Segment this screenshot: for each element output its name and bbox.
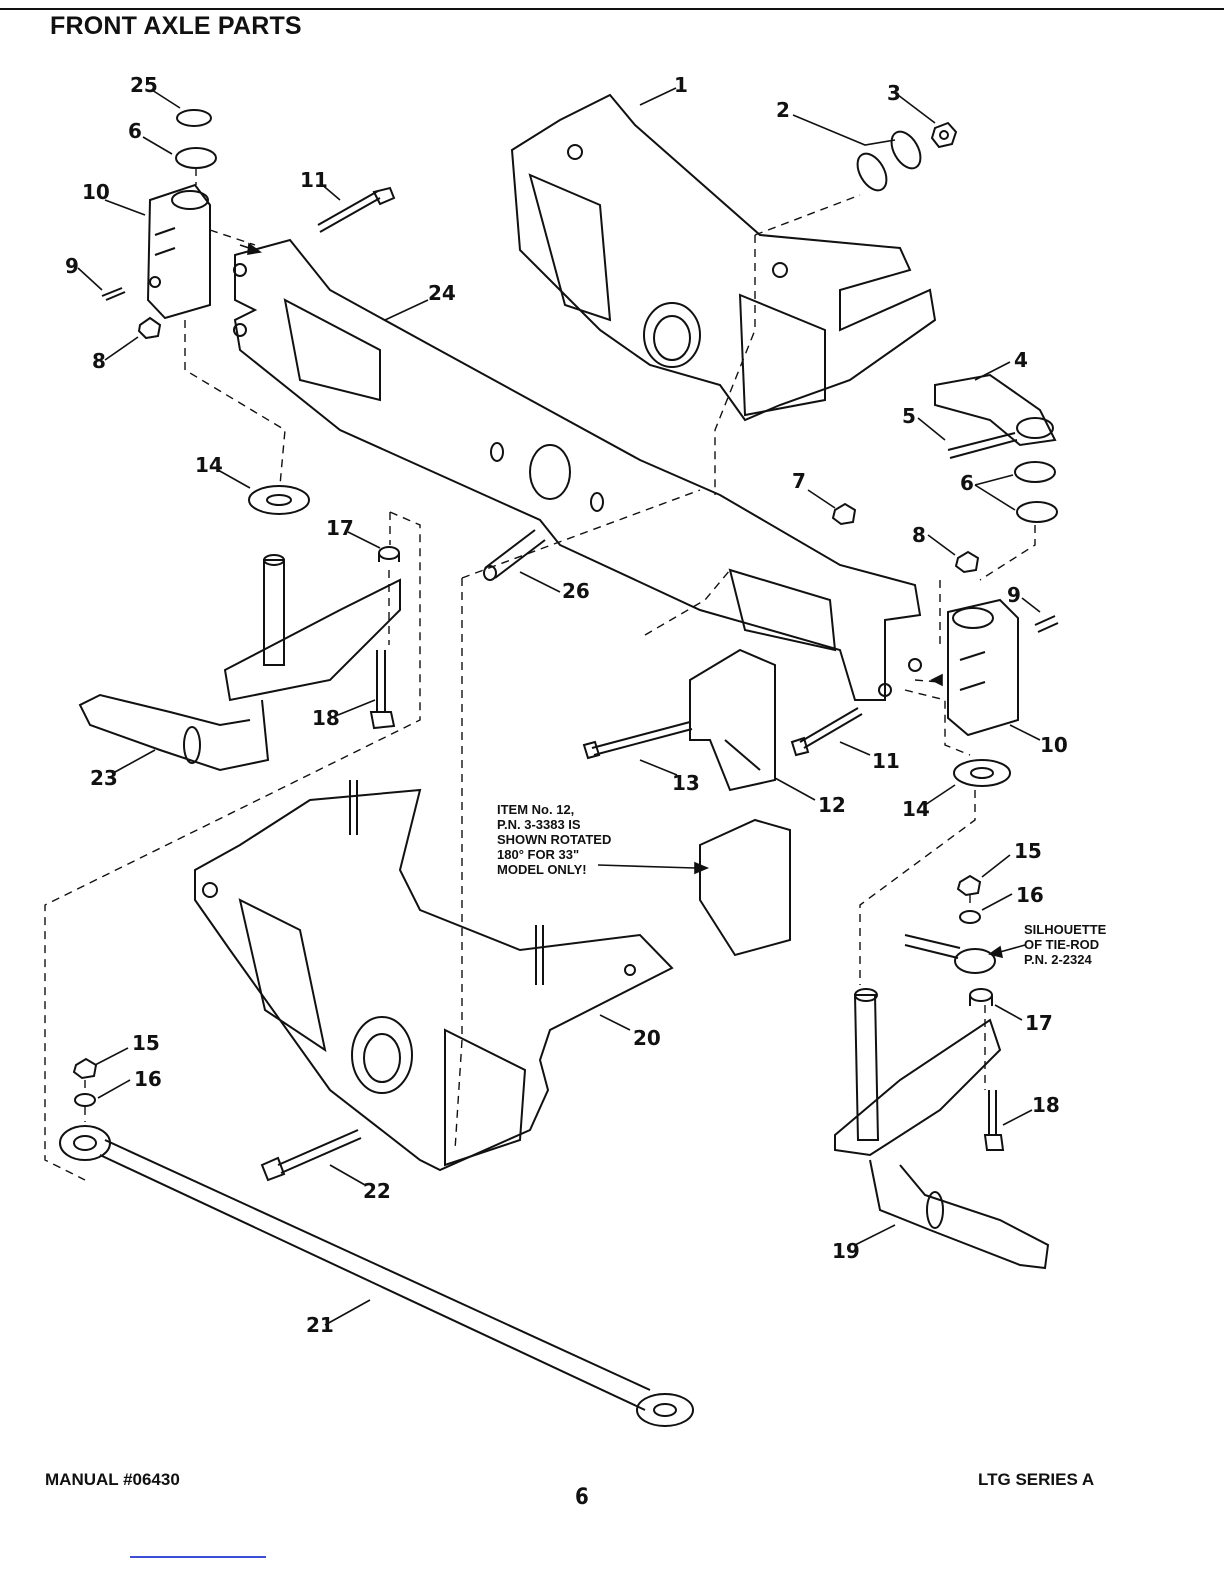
note-line: P.N. 2-2324 [1024, 952, 1106, 967]
tie-rod-note: SILHOUETTE OF TIE-ROD P.N. 2-2324 [1024, 922, 1106, 967]
part-18-bolt-right [985, 1090, 1003, 1150]
callout-13: 13 [672, 771, 700, 795]
part-10-spindle-block-right [948, 600, 1018, 735]
callout-5: 5 [902, 404, 916, 428]
part-23-spindle-left [80, 555, 400, 770]
assembly-dashed-lines [45, 168, 1035, 1180]
part-16-washer-right [960, 911, 980, 923]
part-21-tie-rod [60, 1126, 693, 1426]
callout-10-left: 10 [82, 180, 110, 204]
note-line: ITEM No. 12, [497, 802, 611, 817]
part-17-spacer-left [379, 547, 399, 562]
part-5-pin [948, 433, 1017, 458]
part-9-grease-fitting-right [1035, 616, 1058, 632]
manual-number: MANUAL #06430 [45, 1470, 180, 1490]
part-10-spindle-block-left [148, 185, 210, 318]
callout-15-left: 15 [132, 1031, 160, 1055]
part-19-spindle-right [835, 989, 1048, 1268]
callout-numbers: 1 2 3 4 5 6 6 7 8 8 9 9 10 10 11 11 12 1… [65, 73, 1068, 1337]
callout-16-left: 16 [134, 1067, 162, 1091]
part-22-bolt [262, 1130, 361, 1180]
callout-12: 12 [818, 793, 846, 817]
callout-23: 23 [90, 766, 118, 790]
callout-18-right: 18 [1032, 1093, 1060, 1117]
part-26-pivot-pin [484, 530, 545, 580]
part-11-bolt-top [318, 188, 394, 232]
part-6-washers-right [1015, 462, 1057, 522]
callout-17-left: 17 [326, 516, 354, 540]
part-25-retaining-ring [177, 110, 211, 126]
callout-26: 26 [562, 579, 590, 603]
part-14-washer-left [249, 486, 309, 514]
part-6-washer-left [176, 148, 216, 168]
callout-15-right: 15 [1014, 839, 1042, 863]
callout-2: 2 [776, 98, 790, 122]
callout-11-top: 11 [300, 168, 328, 192]
part-12-clamp-rotated [700, 820, 790, 955]
callout-25: 25 [130, 73, 158, 97]
callout-8-left: 8 [92, 349, 106, 373]
callout-3: 3 [887, 81, 901, 105]
item-12-note: ITEM No. 12, P.N. 3-3383 IS SHOWN ROTATE… [497, 802, 611, 877]
part-11-bolt-bottom [792, 708, 862, 755]
callout-4: 4 [1014, 348, 1028, 372]
part-8-nut-right [956, 552, 978, 572]
callout-6-left: 6 [128, 119, 142, 143]
callout-20: 20 [633, 1026, 661, 1050]
note-line: SILHOUETTE [1024, 922, 1106, 937]
part-7-nut [833, 504, 855, 524]
bottom-rule [130, 1556, 266, 1558]
note-line: OF TIE-ROD [1024, 937, 1106, 952]
callout-9-left: 9 [65, 254, 79, 278]
note-line: SHOWN ROTATED [497, 832, 611, 847]
callout-10-right: 10 [1040, 733, 1068, 757]
part-2-washers [852, 127, 927, 196]
tie-rod-silhouette [905, 935, 995, 973]
callout-14-left: 14 [195, 453, 223, 477]
part-16-washer-left [75, 1094, 95, 1106]
callout-22: 22 [363, 1179, 391, 1203]
part-15-nut-left [74, 1059, 96, 1078]
note-line: P.N. 3-3383 IS [497, 817, 611, 832]
part-14-washer-right [954, 760, 1010, 786]
callout-14-right: 14 [902, 797, 930, 821]
callout-11-bottom: 11 [872, 749, 900, 773]
callout-7: 7 [792, 469, 806, 493]
part-4-steering-arm [935, 375, 1055, 445]
callout-21: 21 [306, 1313, 334, 1337]
callout-16-right: 16 [1016, 883, 1044, 907]
note-line: 180° FOR 33" [497, 847, 611, 862]
callout-9-right: 9 [1007, 583, 1021, 607]
part-18-bolt-left [371, 650, 394, 728]
part-15-nut-right [958, 876, 980, 895]
part-17-spacer-right [970, 989, 992, 1006]
callout-19: 19 [832, 1239, 860, 1263]
series-label: LTG SERIES A [978, 1470, 1094, 1490]
note-line: MODEL ONLY! [497, 862, 611, 877]
callout-18-left: 18 [312, 706, 340, 730]
callout-8-right: 8 [912, 523, 926, 547]
callout-6-right: 6 [960, 471, 974, 495]
part-12-clamp [690, 650, 775, 790]
callout-1: 1 [674, 73, 688, 97]
part-8-nut-left [139, 318, 160, 338]
callout-24: 24 [428, 281, 456, 305]
callout-17-right: 17 [1025, 1011, 1053, 1035]
part-9-grease-fitting-left [102, 288, 125, 300]
page-number: 6 [575, 1485, 589, 1510]
part-3-nut [932, 123, 956, 147]
part-13-bolt [584, 722, 692, 758]
